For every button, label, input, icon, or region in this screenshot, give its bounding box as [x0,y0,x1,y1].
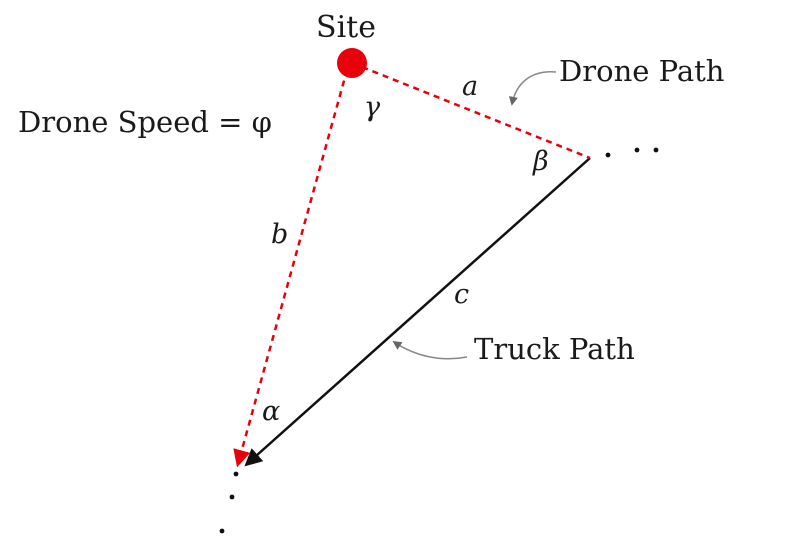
drone-path-a-line [351,61,591,160]
truck-path-leader [392,341,468,360]
site-node [337,48,367,78]
drone-speed-label: Drone Speed = φ [18,105,272,139]
angle-alpha-label: α [262,396,280,427]
ellipsis-right [605,147,659,158]
ellipsis-down [219,471,239,534]
truck-path-line [244,157,591,467]
drone-path-label: Drone Path [559,54,724,88]
drone-path-leader [509,71,557,106]
drone-path-b-line [233,69,349,468]
angle-beta-label: β [532,146,549,177]
truck-path-label: Truck Path [474,332,635,366]
site-label: Site [316,10,376,45]
side-c-label: c [454,279,469,310]
side-a-label: a [462,71,478,102]
angle-gamma-label: γ [364,92,381,123]
side-b-label: b [271,219,288,250]
